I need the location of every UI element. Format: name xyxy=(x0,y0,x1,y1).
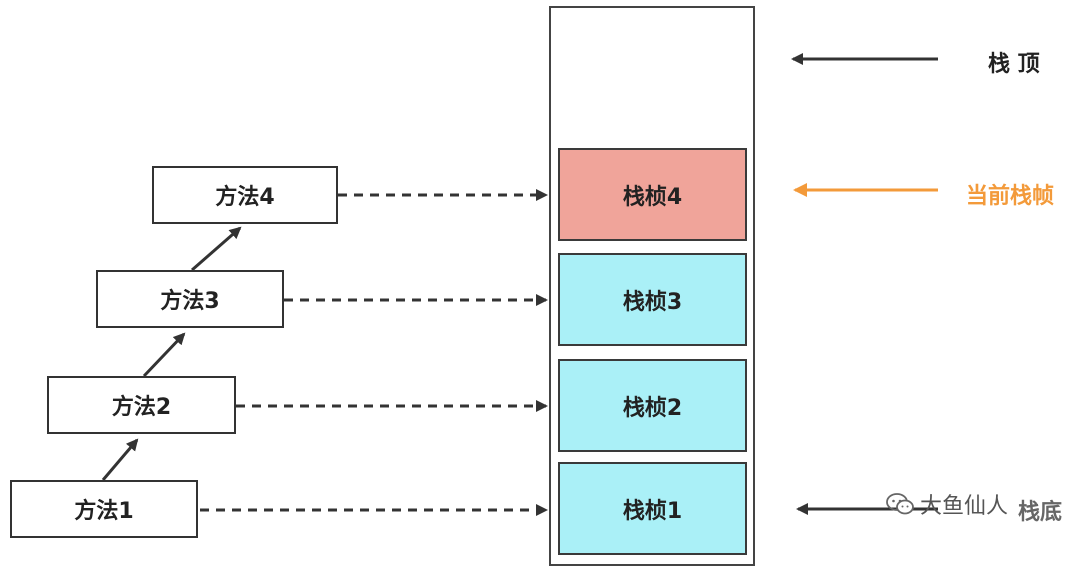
method-4-box: 方法4 xyxy=(152,166,338,224)
stack-diagram: 栈桢4 栈桢3 栈桢2 栈桢1 方法4 方法3 方法2 方法1 栈 顶 当前栈帧… xyxy=(10,6,1063,566)
stack-frame-1: 栈桢1 xyxy=(558,462,747,555)
stack-bottom-label: 栈底 xyxy=(1018,500,1063,525)
method-3-box: 方法3 xyxy=(96,270,284,328)
stack-frame-2: 栈桢2 xyxy=(558,359,747,452)
invoke-arrow-2-3 xyxy=(142,332,186,378)
stack-frame-3: 栈桢3 xyxy=(558,253,747,346)
current-frame-label: 当前栈帧 xyxy=(966,184,1055,209)
method-2-box: 方法2 xyxy=(47,376,236,434)
stack-top-label: 栈 顶 xyxy=(988,52,1040,77)
invoke-arrow-1-2 xyxy=(101,438,139,481)
connector-layer xyxy=(101,53,938,516)
invoke-arrow-3-4 xyxy=(191,226,242,272)
watermark-text: 大鱼仙人 xyxy=(920,494,1009,519)
stack-frame-4: 栈桢4 xyxy=(558,148,747,241)
method-1-box: 方法1 xyxy=(10,480,198,538)
watermark: 大鱼仙人 xyxy=(886,488,1008,520)
wechat-icon xyxy=(886,493,914,515)
